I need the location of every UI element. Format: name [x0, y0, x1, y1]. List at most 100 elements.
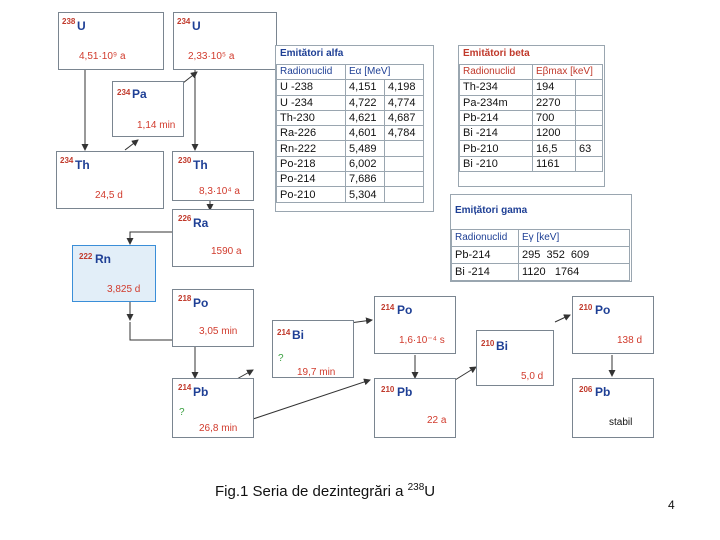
- mass-number: 214: [277, 328, 291, 337]
- nuclide-po214: 214 Po 1,6·10⁻⁴ s: [374, 296, 456, 354]
- half-life: 1,14 min: [137, 120, 176, 131]
- element-symbol: Po: [193, 296, 209, 310]
- nuclide-pa234: 234 Pa 1,14 min: [112, 81, 184, 137]
- mass-number: 230: [178, 156, 192, 165]
- nuclide-th230: 230 Th 8,3·10⁴ a: [172, 151, 254, 201]
- half-life: 3,05 min: [199, 326, 238, 337]
- half-life: 4,51·10⁹ a: [79, 51, 126, 62]
- mass-number: 210: [579, 303, 593, 312]
- nuclide-rn222: 222 Rn 3,825 d: [72, 245, 156, 302]
- element-symbol: U: [77, 19, 86, 33]
- element-symbol: Po: [397, 303, 413, 317]
- half-life: 19,7 min: [297, 367, 336, 378]
- nuclide-pb206: 206 Pb stabil: [572, 378, 654, 438]
- table-title: Emitători alfa: [280, 48, 344, 59]
- element-symbol: Pa: [132, 87, 147, 101]
- element-symbol: U: [192, 19, 201, 33]
- mass-number: 214: [381, 303, 395, 312]
- arrow-pb214-pb206: [249, 378, 371, 421]
- nuclide-po218: 218 Po 3,05 min: [172, 289, 254, 347]
- nuclide-u234: 234 U 2,33·10⁵ a: [173, 12, 277, 70]
- nuclide-u238: 238 U 4,51·10⁹ a: [58, 12, 164, 70]
- table-title: Emițători gama: [455, 205, 528, 216]
- element-symbol: Rn: [95, 252, 111, 266]
- mass-number: 210: [381, 385, 395, 394]
- arrow-th234-pa234: [124, 139, 139, 151]
- nuclide-th234: 234 Th 24,5 d: [56, 151, 164, 209]
- arrow-pb210-bi210: [454, 366, 477, 381]
- element-symbol: Pb: [397, 385, 413, 399]
- half-life: 1,6·10⁻⁴ s: [399, 335, 445, 346]
- nuclide-pb214: 214 Pb ? 26,8 min: [172, 378, 254, 438]
- header-cell: Eα [MeV]: [345, 63, 424, 81]
- gamma-marker: ?: [179, 407, 185, 418]
- header-cell: Radionuclid: [459, 63, 533, 81]
- mass-number: 218: [178, 294, 192, 303]
- caption-element: U: [424, 483, 436, 500]
- element-symbol: Bi: [496, 339, 508, 353]
- arrow-bi210-po210: [554, 314, 571, 323]
- half-life: 5,0 d: [521, 371, 544, 382]
- alpha-emitters-table: Emitători alfa Radionuclid Eα [MeV] U -2…: [275, 45, 434, 212]
- mass-number: 234: [60, 156, 74, 165]
- caption-text: Fig.1 Seria de dezintegrări a: [215, 483, 408, 500]
- element-symbol: Po: [595, 303, 611, 317]
- half-life: 24,5 d: [95, 190, 123, 201]
- half-life: 3,825 d: [107, 284, 141, 295]
- half-life: 1590 a: [211, 246, 242, 257]
- header-cell: Eβmax [keV]: [532, 63, 603, 81]
- mass-number: 234: [117, 88, 131, 97]
- half-life: 2,33·10⁵ a: [188, 51, 235, 62]
- mass-number: 214: [178, 383, 192, 392]
- half-life: 26,8 min: [199, 423, 238, 434]
- nuclide-bi214: 214 Bi ? 19,7 min: [272, 320, 354, 378]
- element-symbol: Pb: [595, 385, 611, 399]
- mass-number: 234: [177, 17, 191, 26]
- element-symbol: Ra: [193, 216, 209, 230]
- figure-caption: Fig.1 Seria de dezintegrări a 238U: [215, 482, 435, 500]
- table-header-row: Radionuclid Eβmax [keV]: [459, 63, 603, 81]
- arrow-ra226-rn222: [126, 231, 172, 245]
- nuclide-ra226: 226 Ra 1590 a: [172, 209, 254, 267]
- nuclide-po210: 210 Po 138 d: [572, 296, 654, 354]
- page-number: 4: [668, 498, 675, 512]
- gamma-emitters-table: Emițători gama Radionuclid Eγ [keV] Pb-2…: [450, 194, 632, 282]
- header-cell: Radionuclid: [451, 229, 519, 247]
- beta-emitters-table: Emitători beta Radionuclid Eβmax [keV] T…: [458, 45, 605, 187]
- mass-number: 222: [79, 252, 93, 261]
- caption-mass: 238: [407, 482, 425, 493]
- arrow-po218-pb214: [129, 322, 199, 379]
- gamma-marker: ?: [278, 353, 284, 364]
- mass-number: 238: [62, 17, 76, 26]
- table-header-row: Radionuclid Eα [MeV]: [276, 63, 424, 81]
- header-cell: Eγ [keV]: [518, 229, 630, 247]
- nuclide-pb210: 210 Pb 22 a: [374, 378, 456, 438]
- header-cell: Radionuclid: [276, 63, 346, 81]
- mass-number: 206: [579, 385, 593, 394]
- nuclide-bi210: 210 Bi 5,0 d: [476, 330, 554, 386]
- element-symbol: Th: [75, 158, 90, 172]
- half-life: 138 d: [617, 335, 643, 346]
- element-symbol: Bi: [292, 328, 304, 342]
- table-title: Emitători beta: [463, 48, 530, 59]
- mass-number: 210: [481, 339, 495, 348]
- stability-label: stabil: [609, 417, 633, 428]
- half-life: 8,3·10⁴ a: [199, 186, 240, 197]
